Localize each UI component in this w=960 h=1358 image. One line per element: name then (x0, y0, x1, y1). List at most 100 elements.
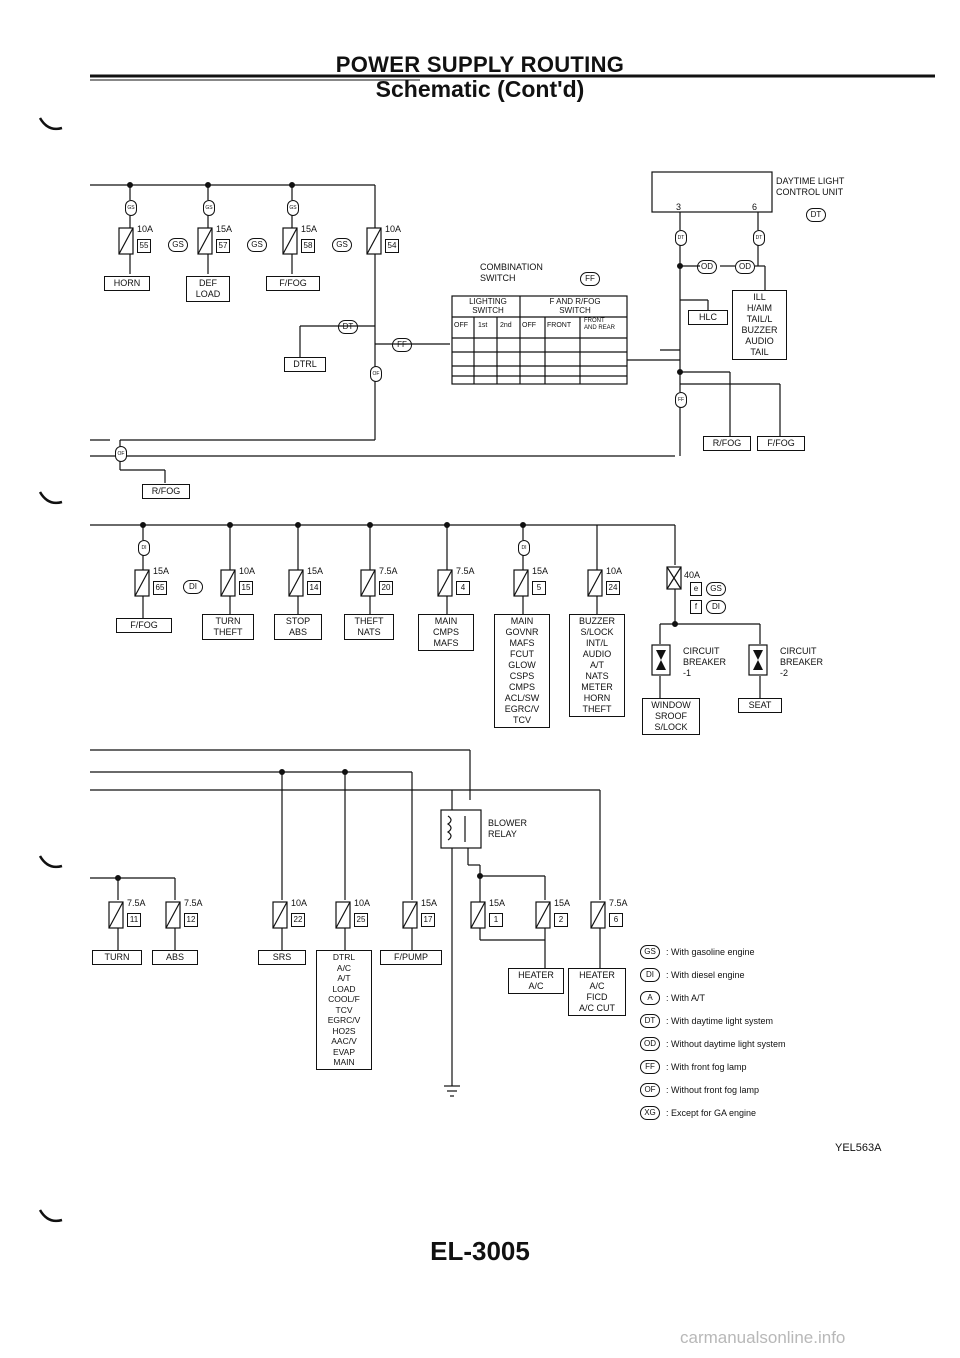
fusible-link-icon (666, 566, 682, 590)
figure-code: YEL563A (835, 1142, 882, 1154)
circuit-breaker-icon (651, 644, 671, 681)
fuse-rating: 7.5A (184, 898, 203, 908)
fuse-number: 57 (216, 239, 230, 253)
fuse-rating: 7.5A (609, 898, 628, 908)
page-number: EL-3005 (430, 1236, 530, 1266)
legend-text: : With front fog lamp (666, 1061, 747, 1072)
watermark: carmanualsonline.info (680, 1328, 846, 1347)
fuse-rating: 10A (354, 898, 371, 908)
fuse-number: 24 (606, 581, 620, 595)
fuse-rating: 7.5A (379, 566, 398, 576)
fuse-rating: 15A (489, 898, 506, 908)
fuse-icon (360, 569, 376, 597)
legend-code: DT (640, 1013, 660, 1028)
fuse-number: 14 (307, 581, 321, 595)
di-connector: DI (138, 540, 150, 556)
fuse-number: 22 (291, 913, 305, 927)
fuse-icon (108, 901, 124, 929)
fuse-rating: 10A (239, 566, 256, 576)
di-code-badge: DI (183, 580, 203, 594)
col-off-2: OFF (522, 322, 536, 329)
dt-connector: DT (753, 230, 765, 246)
fusible-link (666, 566, 766, 610)
fuse-24: 10A 24 (587, 566, 647, 598)
fuse-rating: 15A (554, 898, 571, 908)
circuit-breaker-icon (748, 644, 768, 681)
fuse-1: 15A 1 (470, 898, 530, 930)
fuse-number: 17 (421, 913, 435, 927)
fuse-icon (402, 901, 418, 929)
legend-code: FF (640, 1059, 660, 1074)
fuse-icon (288, 569, 304, 597)
di-code-badge: DI (706, 600, 726, 614)
fuse-rating: 10A (606, 566, 623, 576)
fuse-number: 6 (609, 913, 623, 927)
legend-text: : Without front fog lamp (666, 1084, 760, 1095)
legend-code: DI (640, 967, 660, 982)
fuse-17: 15A 17 (402, 898, 462, 930)
fuse-rating: 10A (137, 224, 154, 234)
fusible-link-rating: 40A (684, 570, 701, 580)
fuse-icon (513, 569, 529, 597)
fuse-icon (134, 569, 150, 597)
gs-connector: GS (125, 200, 137, 216)
gs-code-badge: GS (247, 238, 267, 252)
fuse-number: 2 (554, 913, 568, 927)
legend-text: : With gasoline engine (666, 946, 755, 957)
fuse-icon (197, 227, 213, 255)
gs-connector: GS (287, 200, 299, 216)
gs-code-badge: GS (706, 582, 726, 596)
legend-code: XG (640, 1105, 660, 1120)
fuse-rating: 15A (421, 898, 438, 908)
fuse-2: 15A 2 (535, 898, 595, 930)
load-turn: TURN (92, 950, 142, 965)
of-connector: OF (370, 366, 382, 382)
legend-text: : With A/T (666, 992, 706, 1003)
legend-row: OD: Without daytime light system (640, 1032, 940, 1055)
legend-text: : Without daytime light system (666, 1038, 786, 1049)
legend-code: A (640, 990, 660, 1005)
legend-row: FF : With front fog lamp (640, 1055, 940, 1078)
dt-code-badge: DT (806, 208, 826, 222)
load-hlc: HLC (688, 310, 728, 325)
od-code-badge: OD (735, 260, 755, 274)
fuse-icon (366, 227, 382, 255)
fuse-14: 15A 14 (288, 566, 348, 598)
gs-code-badge: GS (168, 238, 188, 252)
dt-connector: DT (675, 230, 687, 246)
fuse-rating: 7.5A (456, 566, 475, 576)
fuse-number: 58 (301, 239, 315, 253)
fuse-icon (587, 569, 603, 597)
load-horn: HORN (104, 276, 150, 291)
legend-row: A : With A/T (640, 986, 940, 1009)
load-abs: ABS (152, 950, 198, 965)
fuse-icon (535, 901, 551, 929)
of-connector: OF (115, 446, 127, 462)
dt-code-badge: DT (338, 320, 358, 334)
load-ffog-mid: F/FOG (116, 618, 172, 633)
fusible-link-terminal: e (690, 582, 702, 596)
fuse-icon (282, 227, 298, 255)
fuse-number: 1 (489, 913, 503, 927)
load-ffog-top: F/FOG (266, 276, 320, 291)
legend-row: OF: Without front fog lamp (640, 1078, 940, 1101)
col-2nd: 2nd (500, 322, 512, 329)
fuse-rating: 15A (307, 566, 324, 576)
daytime-pin-b: 6 (752, 202, 758, 212)
